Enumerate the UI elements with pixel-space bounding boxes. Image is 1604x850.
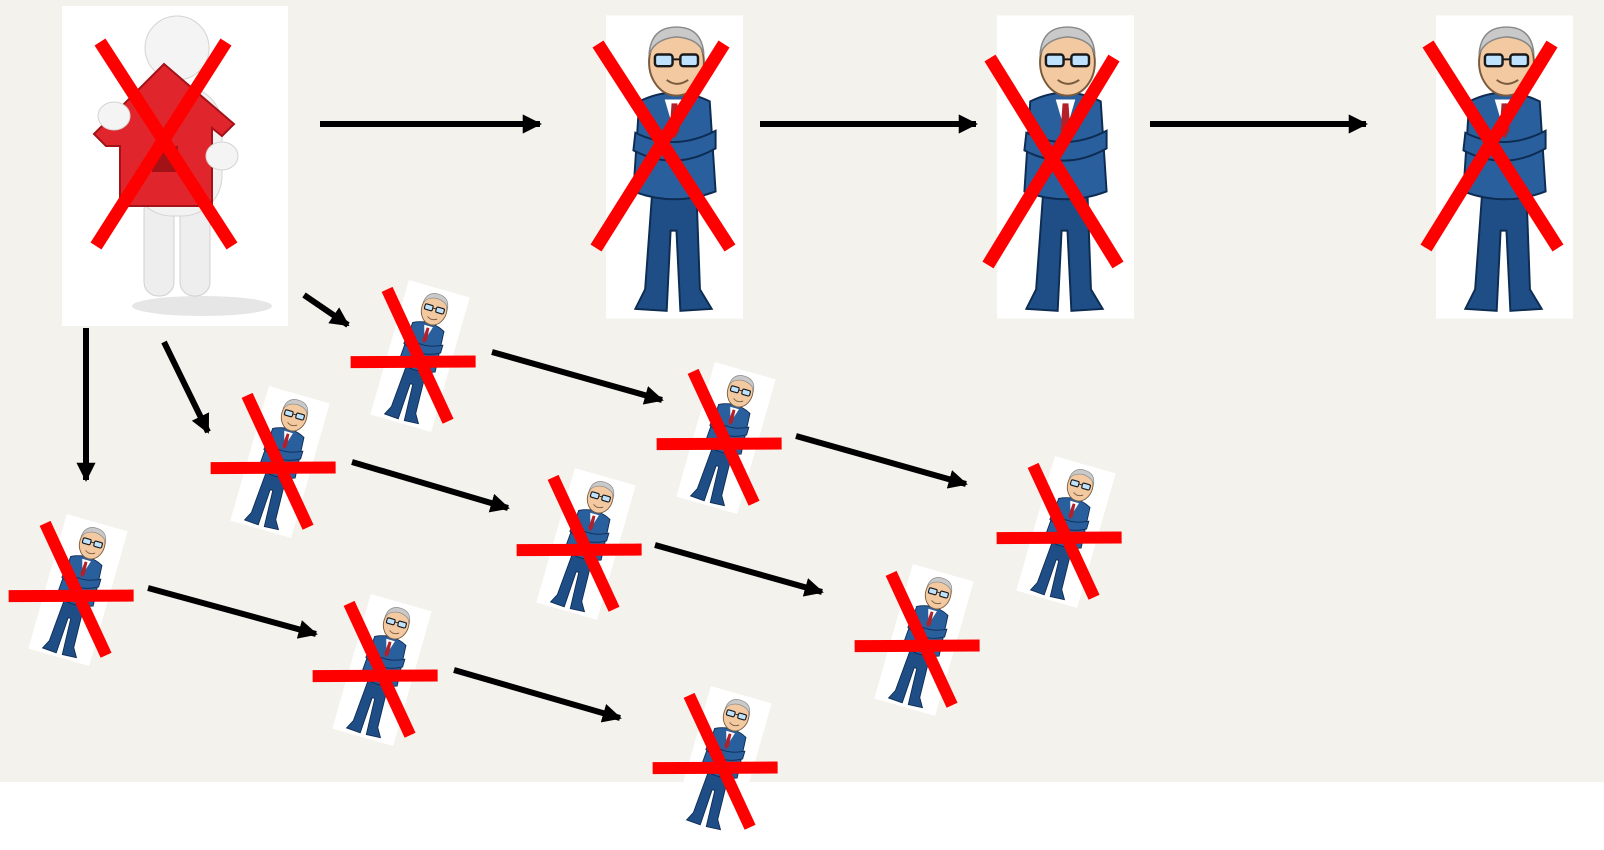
investor-node <box>300 585 454 753</box>
homeowner-node <box>62 6 288 326</box>
arrow-homeowner-to-r1-1 <box>304 295 348 325</box>
investor-node <box>984 447 1138 615</box>
investor-node <box>644 353 798 521</box>
investor-node <box>842 555 996 723</box>
investor-node <box>988 15 1134 318</box>
arrow-r3-1-to-r3-2 <box>148 588 316 634</box>
investor-node <box>1426 15 1573 318</box>
investor-node <box>198 377 352 545</box>
arrow-r1-2-to-r1-3 <box>796 436 966 484</box>
investor-node <box>596 15 743 318</box>
arrow-r3-2-to-r3-3 <box>454 670 620 718</box>
investor-node <box>338 271 492 439</box>
investor-node <box>504 459 658 627</box>
arrow-r2-1-to-r2-2 <box>352 462 508 508</box>
investor-node <box>640 677 794 845</box>
arrow-r1-1-to-r1-2 <box>492 352 662 400</box>
arrow-r2-2-to-r2-3 <box>655 545 822 592</box>
investor-node <box>0 505 150 673</box>
arrow-homeowner-to-r2-1 <box>164 342 208 432</box>
